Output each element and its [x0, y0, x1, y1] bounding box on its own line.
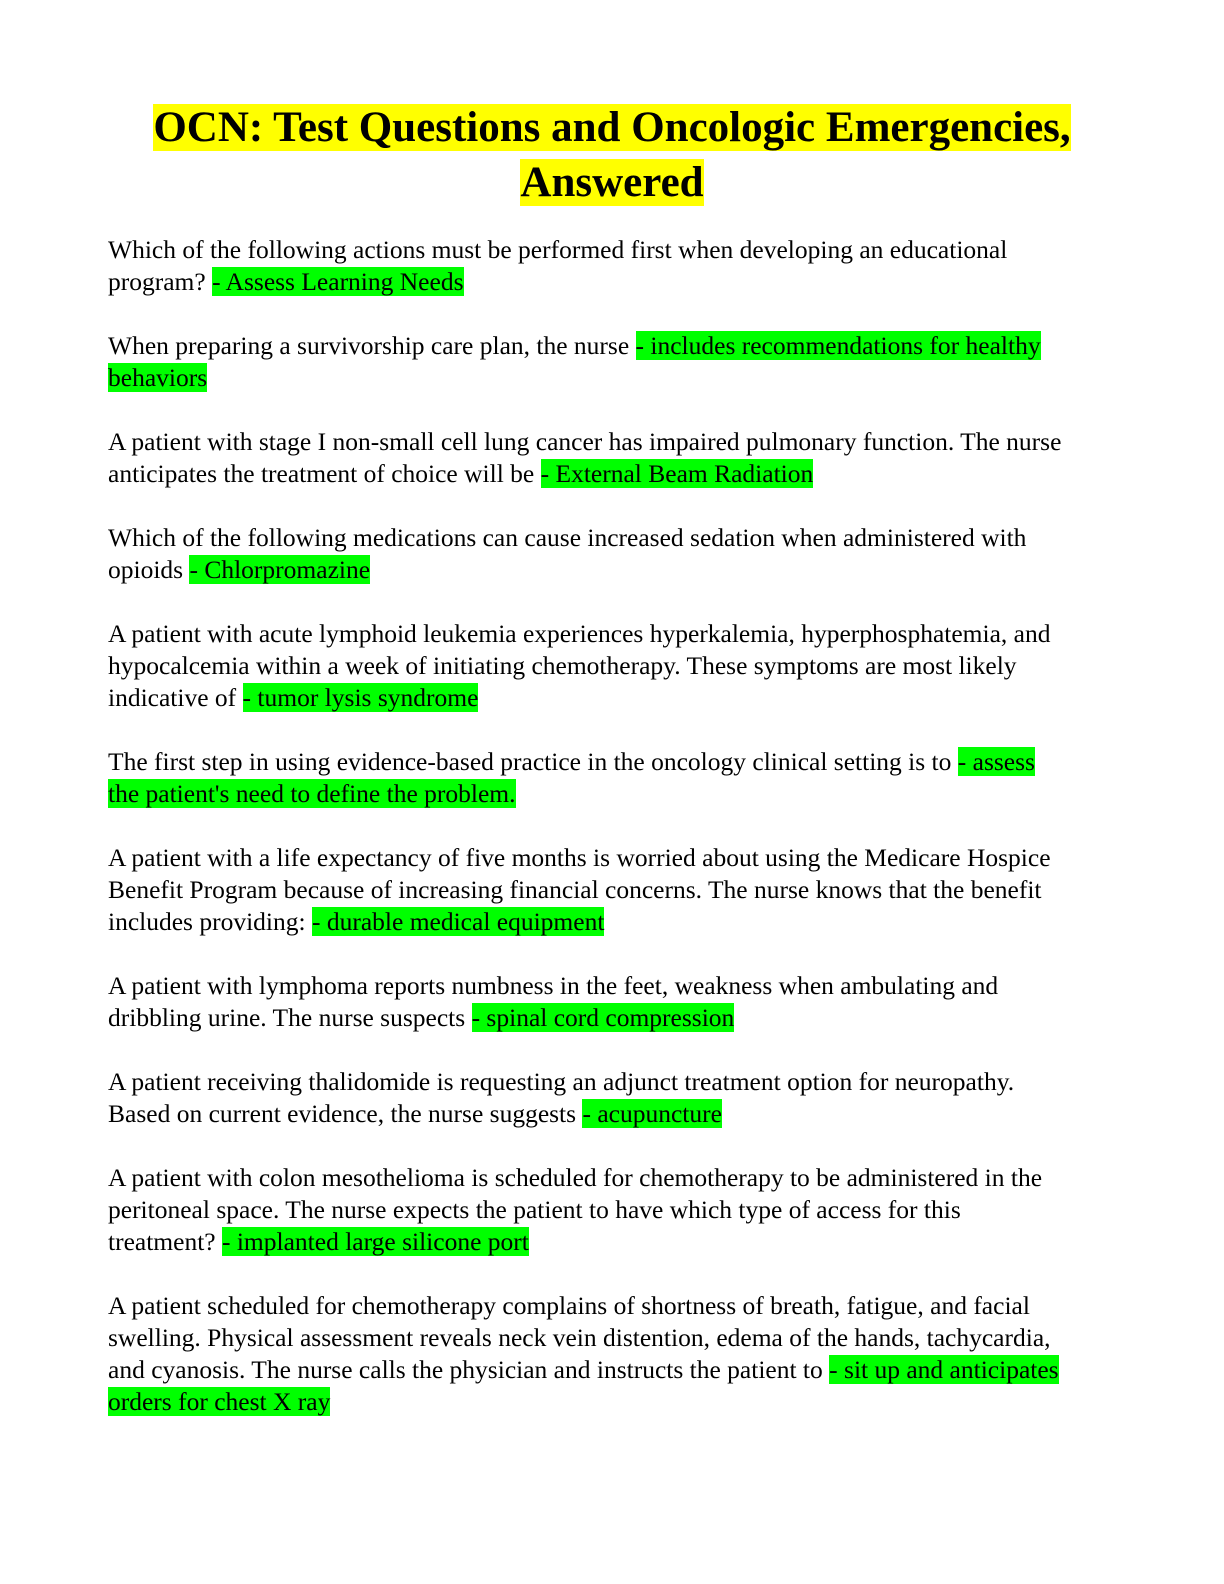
qa-item: A patient with lymphoma reports numbness… [108, 970, 1068, 1034]
answer-highlight: - durable medical equipment [311, 907, 605, 936]
question-text: Which of the following actions must be p… [108, 235, 1008, 296]
question-text: A patient with a life expectancy of five… [108, 843, 1051, 936]
answer-highlight: - External Beam Radiation [540, 459, 814, 488]
qa-item: Which of the following medications can c… [108, 522, 1068, 586]
answer-highlight: - spinal cord compression [471, 1003, 735, 1032]
qa-item: A patient with colon mesothelioma is sch… [108, 1162, 1068, 1258]
question-text: When preparing a survivorship care plan,… [108, 331, 630, 360]
qa-item: A patient with a life expectancy of five… [108, 842, 1068, 938]
question-text: A patient with lymphoma reports numbness… [108, 971, 999, 1032]
question-text: A patient with colon mesothelioma is sch… [108, 1163, 1043, 1256]
qa-list: Which of the following actions must be p… [108, 234, 1068, 1450]
question-text: Which of the following medications can c… [108, 523, 1027, 584]
title-highlight: OCN: Test Questions and Oncologic Emerge… [153, 104, 1071, 206]
qa-item: When preparing a survivorship care plan,… [108, 330, 1068, 394]
qa-item: The first step in using evidence-based p… [108, 746, 1068, 810]
qa-item: A patient receiving thalidomide is reque… [108, 1066, 1068, 1130]
answer-highlight: - tumor lysis syndrome [242, 683, 479, 712]
document-title: OCN: Test Questions and Oncologic Emerge… [108, 100, 1116, 210]
qa-item: A patient with acute lymphoid leukemia e… [108, 618, 1068, 714]
answer-highlight: - implanted large silicone port [221, 1227, 529, 1256]
qa-item: A patient with stage I non-small cell lu… [108, 426, 1068, 490]
question-text: The first step in using evidence-based p… [108, 747, 952, 776]
qa-item: Which of the following actions must be p… [108, 234, 1068, 298]
question-text: A patient scheduled for chemotherapy com… [108, 1291, 1051, 1384]
qa-item: A patient scheduled for chemotherapy com… [108, 1290, 1068, 1418]
question-text: A patient with acute lymphoid leukemia e… [108, 619, 1051, 712]
answer-highlight: - Assess Learning Needs [212, 267, 464, 296]
answer-highlight: - Chlorpromazine [189, 555, 371, 584]
question-text: A patient receiving thalidomide is reque… [108, 1067, 1015, 1128]
answer-highlight: - acupuncture [582, 1099, 722, 1128]
question-text: A patient with stage I non-small cell lu… [108, 427, 1062, 488]
